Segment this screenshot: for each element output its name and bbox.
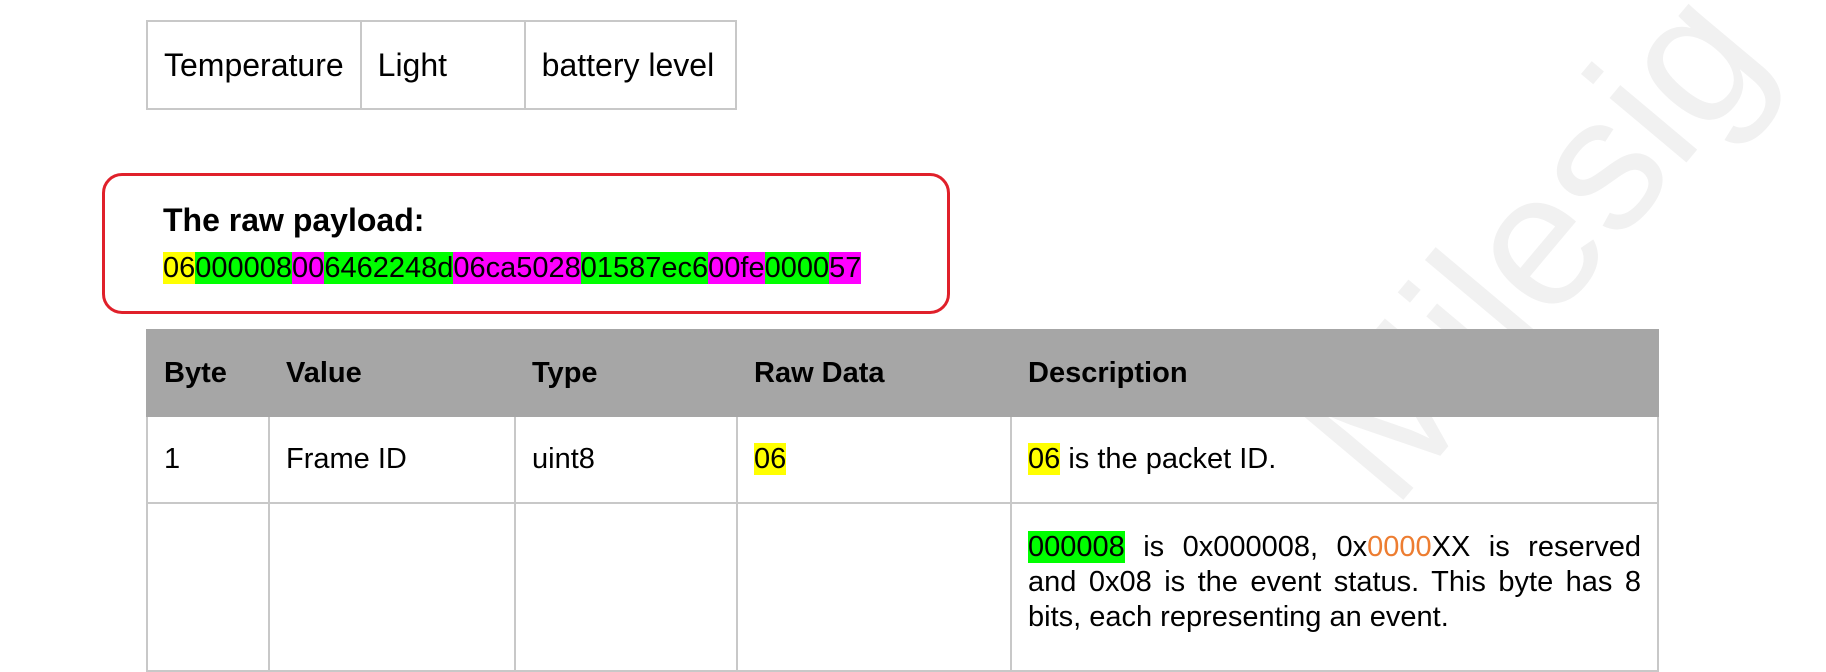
payload-callout-box (102, 173, 950, 314)
description-paragraph: 000008 is 0x000008, 0x0000XX is reserved… (1028, 530, 1641, 635)
payload-segment: 06 (163, 252, 196, 284)
payload-raw-hex: 06000008006462248d06ca502801587ec600fe00… (163, 251, 862, 285)
table-row: 1 Frame ID uint8 06 06 is the packet ID. (146, 415, 1659, 504)
cell-byte (146, 502, 270, 672)
payload-segment: 0000 (764, 252, 830, 284)
cell-raw-data: 06 (736, 415, 1012, 504)
cell-light: Light (359, 20, 526, 110)
cell-description: 06 is the packet ID. (1010, 415, 1659, 504)
payload-title: The raw payload: (163, 202, 425, 238)
cell-raw-data (736, 502, 1012, 672)
payload-segment: 01587ec6 (580, 252, 709, 284)
cell-battery-level: battery level (523, 20, 737, 110)
cell-value (268, 502, 516, 672)
description-orange-text: 0000 (1367, 531, 1432, 563)
payload-segment: 06ca5028 (453, 252, 581, 284)
payload-segment: 00 (292, 252, 325, 284)
cell-value: Frame ID (268, 415, 516, 504)
payload-segment: 00fe (708, 252, 765, 284)
table-row: 000008 is 0x000008, 0x0000XX is reserved… (146, 502, 1659, 672)
description-highlight: 06 (1028, 443, 1061, 475)
raw-data-highlight: 06 (754, 443, 787, 475)
cell-byte: 1 (146, 415, 270, 504)
cell-temperature: Temperature (146, 20, 362, 110)
header-value: Value (268, 329, 516, 417)
header-description: Description (1010, 329, 1659, 417)
sensor-table: Temperature Light battery level (146, 20, 737, 110)
header-raw-data: Raw Data (736, 329, 1012, 417)
header-type: Type (514, 329, 738, 417)
description-text: XX is reserved and 0x08 is the event sta… (1028, 531, 1641, 633)
header-byte: Byte (146, 329, 270, 417)
payload-decode-table: Byte Value Type Raw Data Description 1 F… (146, 329, 1659, 672)
cell-description: 000008 is 0x000008, 0x0000XX is reserved… (1010, 502, 1659, 672)
payload-segment: 6462248d (324, 252, 454, 284)
payload-segment: 57 (829, 252, 862, 284)
description-text: is the packet ID. (1060, 443, 1277, 475)
table-header-row: Byte Value Type Raw Data Description (146, 329, 1659, 417)
description-highlight: 000008 (1028, 531, 1125, 563)
cell-type (514, 502, 738, 672)
payload-segment: 000008 (195, 252, 293, 284)
description-text: is 0x000008, 0x (1124, 531, 1368, 563)
cell-type: uint8 (514, 415, 738, 504)
